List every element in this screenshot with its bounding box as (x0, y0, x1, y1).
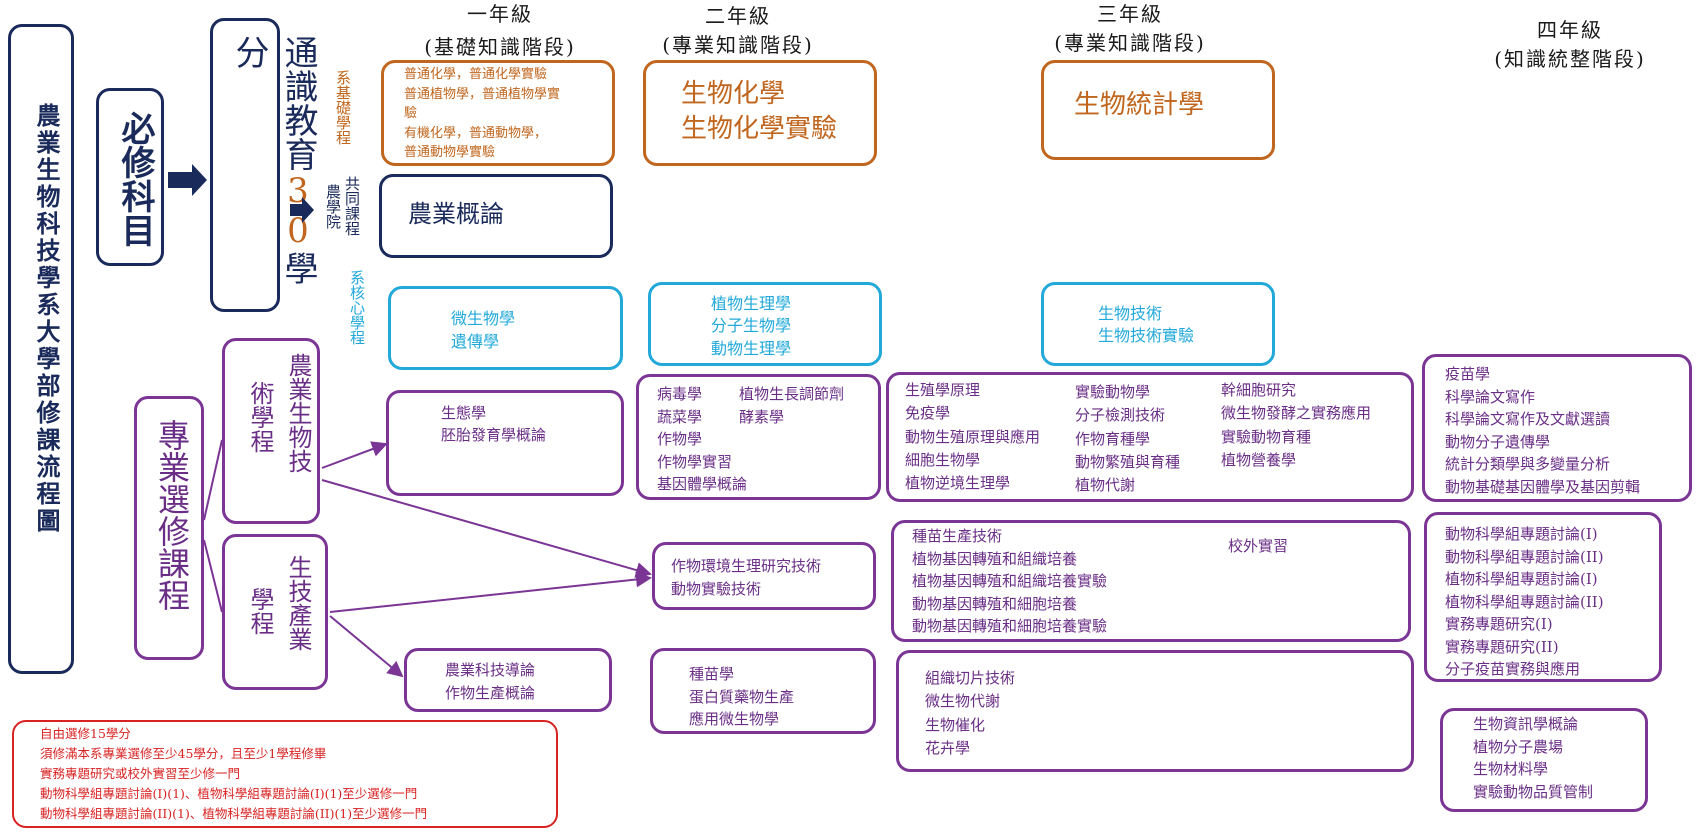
program-agri-biotech-label-a: 農業生物技 (284, 353, 312, 473)
title-box: 農業生物科技學系大學部修課流程圖 (8, 24, 74, 674)
tech-year3-courses-b: 實驗動物學 分子檢測技術 作物育種學 動物繁殖與育種 植物代謝 (1075, 383, 1181, 494)
core-year2-courses: 植物生理學 分子生物學 動物生理學 (711, 294, 792, 358)
page-title: 農業生物科技學系大學部修課流程圖 (32, 103, 61, 535)
tech-year2-courses-a: 病毒學 蔬菜學 作物學 作物學實習 基因體學概論 (657, 385, 748, 493)
year-1-stage: (基礎知識階段) (424, 35, 576, 59)
core-year1-box: 微生物學 遺傳學 (388, 286, 623, 370)
tech-year3-courses-c: 幹細胞研究 微生物發酵之實務應用 實驗動物育種 植物營養學 (1221, 381, 1372, 469)
year-3-header: 三年級 (專業知識階段) (1030, 0, 1230, 58)
year-4-stage: (知識統整階段) (1494, 47, 1646, 71)
shared-year3-internship: 校外實習 (1228, 537, 1289, 555)
tech-year4-courses: 疫苗學 科學論文寫作 科學論文寫作及文獻選讀 動物分子遺傳學 統計分類學與多變量… (1445, 365, 1641, 496)
tech-year1-box: 生態學 胚胎發育學概論 (386, 390, 624, 496)
tech-year3-courses-a: 生殖學原理 免疫學 動物生殖原理與應用 細胞生物學 植物逆境生理學 (905, 381, 1041, 492)
year-3-name: 三年級 (1097, 2, 1163, 26)
shared-year4-courses: 動物科學組專題討論(I) 動物科學組專題討論(II) 植物科學組專題討論(I) … (1445, 525, 1604, 678)
shared-year2-box: 作物環境生理研究技術 動物實驗技術 (652, 542, 876, 610)
year-4-name: 四年級 (1537, 18, 1603, 42)
college-common-label-a: 農學院 (324, 184, 342, 229)
tech-year2-courses-b: 植物生長調節劑 酵素學 (739, 385, 845, 426)
bracket-elective-lower (203, 539, 223, 613)
arrow-ind-to-year1 (329, 615, 404, 678)
year-2-stage: (專業知識階段) (662, 33, 814, 57)
college-common-label-b: 共同課程 (343, 176, 361, 236)
core-year3-box: 生物技術 生物技術實驗 (1041, 282, 1275, 366)
arrow-general-to-programs (290, 197, 314, 223)
arrow-tech-to-year1 (321, 441, 388, 469)
ind-year1-box: 農業科技導論 作物生產概論 (404, 648, 612, 712)
year-2-header: 二年級 (專業知識階段) (638, 2, 838, 60)
shared-year2-courses: 作物環境生理研究技術 動物實驗技術 (671, 557, 822, 598)
tech-year1-courses: 生態學 胚胎發育學概論 (441, 404, 547, 444)
shared-year4-box: 動物科學組專題討論(I) 動物科學組專題討論(II) 植物科學組專題討論(I) … (1424, 512, 1662, 682)
ind-year3-box: 組織切片技術 微生物代謝 生物催化 花卉學 (896, 650, 1414, 772)
general-education-pre: 通識教育 (278, 35, 318, 171)
year-1-header: 一年級 (基礎知識階段) (400, 0, 600, 62)
shared-year3-box: 種苗生產技術 植物基因轉殖和組織培養 植物基因轉殖和組織培養實驗 動物基因轉殖和… (891, 520, 1411, 642)
program-agri-biotech-label-b: 術學程 (246, 381, 274, 453)
year-2-name: 二年級 (705, 4, 771, 28)
program-biotech-industry-label-a: 生技產業 (284, 555, 312, 651)
core-year3-courses: 生物技術 生物技術實驗 (1098, 304, 1195, 346)
required-courses-box: 必修科目 (96, 88, 164, 266)
basic-year3-box: 生物統計學 (1041, 60, 1275, 160)
basic-year3-courses: 生物統計學 (1074, 90, 1205, 120)
program-biotech-industry-label-b: 學程 (246, 587, 274, 635)
core-year1-courses: 微生物學 遺傳學 (451, 309, 516, 352)
general-education-box: 通識教育30學分 (210, 18, 318, 312)
ind-year2-box: 種苗學 蛋白質藥物生產 應用微生物學 (650, 648, 876, 734)
ind-year4-box: 生物資訊學概論 植物分子農場 生物材料學 實驗動物品質管制 (1440, 708, 1648, 812)
general-education-label: 通識教育30學分 (225, 35, 323, 309)
tech-year2-box: 病毒學 蔬菜學 作物學 作物學實習 基因體學概論 植物生長調節劑 酵素學 (636, 374, 881, 500)
ind-year3-courses: 組織切片技術 微生物代謝 生物催化 花卉學 (925, 669, 1016, 757)
basic-year1-courses: 普通化學，普通化學實驗 普通植物學，普通植物學實 驗 有機化學，普通動物學， 普… (404, 67, 561, 160)
arrow-required-to-general (168, 164, 207, 196)
ind-year4-courses: 生物資訊學概論 植物分子農場 生物材料學 實驗動物品質管制 (1473, 715, 1594, 801)
year-4-header: 四年級 (知識統整階段) (1470, 16, 1670, 74)
arrow-tech-to-shared (321, 479, 652, 578)
tech-year3-box: 生殖學原理 免疫學 動物生殖原理與應用 細胞生物學 植物逆境生理學 實驗動物學 … (886, 372, 1414, 502)
tech-year4-box: 疫苗學 科學論文寫作 科學論文寫作及文獻選讀 動物分子遺傳學 統計分類學與多變量… (1422, 354, 1692, 502)
dept-basic-program-label: 系基礎學程 (334, 70, 352, 145)
dept-core-program-label: 系核心學程 (348, 270, 366, 345)
arrow-ind-to-shared (329, 571, 652, 613)
common-course-box: 農業概論 (379, 174, 613, 258)
notes-box: 自由選修15學分 須修滿本系專業選修至少45學分，且至少1學程修畢 實務專題研究… (12, 720, 558, 828)
year-1-name: 一年級 (467, 2, 533, 26)
program-biotech-industry-box: 生技產業 學程 (222, 534, 328, 690)
elective-courses-label: 專業選修課程 (153, 419, 191, 611)
required-courses-label: 必修科目 (115, 111, 155, 247)
core-year2-box: 植物生理學 分子生物學 動物生理學 (648, 282, 882, 366)
notes-text: 自由選修15學分 須修滿本系專業選修至少45學分，且至少1學程修畢 實務專題研究… (40, 726, 428, 821)
elective-courses-box: 專業選修課程 (134, 396, 204, 660)
basic-year2-box: 生物化學 生物化學實驗 (643, 60, 877, 166)
basic-year2-courses: 生物化學 生物化學實驗 (681, 79, 838, 145)
year-3-stage: (專業知識階段) (1054, 31, 1206, 55)
common-course: 農業概論 (408, 200, 504, 228)
ind-year2-courses: 種苗學 蛋白質藥物生產 應用微生物學 (689, 665, 795, 728)
ind-year1-courses: 農業科技導論 作物生產概論 (445, 661, 536, 702)
bracket-elective-upper (203, 439, 223, 521)
program-agri-biotech-box: 農業生物技 術學程 (222, 338, 320, 524)
general-education-post: 學分 (229, 35, 318, 285)
basic-year1-box: 普通化學，普通化學實驗 普通植物學，普通植物學實 驗 有機化學，普通動物學， 普… (381, 60, 615, 166)
shared-year3-courses: 種苗生產技術 植物基因轉殖和組織培養 植物基因轉殖和組織培養實驗 動物基因轉殖和… (912, 527, 1108, 635)
